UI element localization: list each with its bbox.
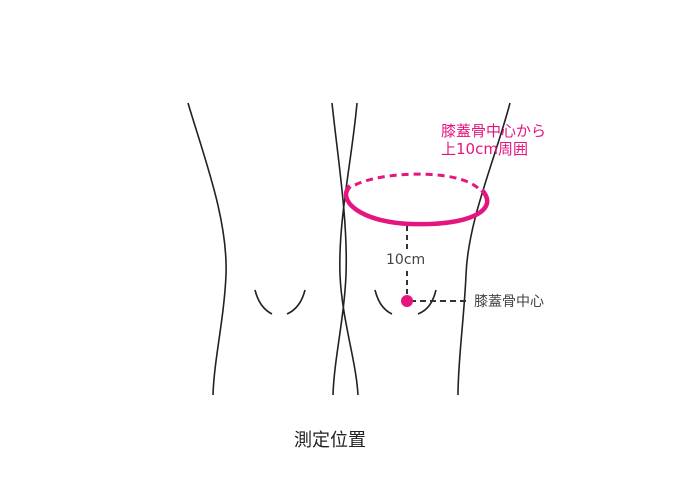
right-knee-curve-left bbox=[374, 289, 393, 315]
caption: 測定位置 bbox=[294, 430, 366, 451]
left-knee-curve-left bbox=[254, 289, 273, 315]
measurement-label-line1: 膝蓋骨中心から bbox=[441, 122, 547, 140]
right-knee-curve-right bbox=[417, 289, 437, 315]
left-leg-inner-outline bbox=[331, 102, 348, 396]
right-leg-inner-outline bbox=[339, 102, 359, 396]
circumference-solid-front bbox=[343, 184, 490, 227]
kneecap-center-dot bbox=[401, 295, 413, 307]
left-leg-outer-outline bbox=[187, 102, 227, 396]
distance-label: 10cm bbox=[386, 252, 426, 268]
kneecap-center-label: 膝蓋骨中心 bbox=[474, 294, 544, 310]
left-knee-curve-right bbox=[286, 289, 306, 315]
right-leg-outer-outline bbox=[457, 102, 511, 396]
measurement-label-line2: 上10cm周囲 bbox=[441, 140, 528, 158]
circumference-dashed-back bbox=[354, 172, 479, 190]
